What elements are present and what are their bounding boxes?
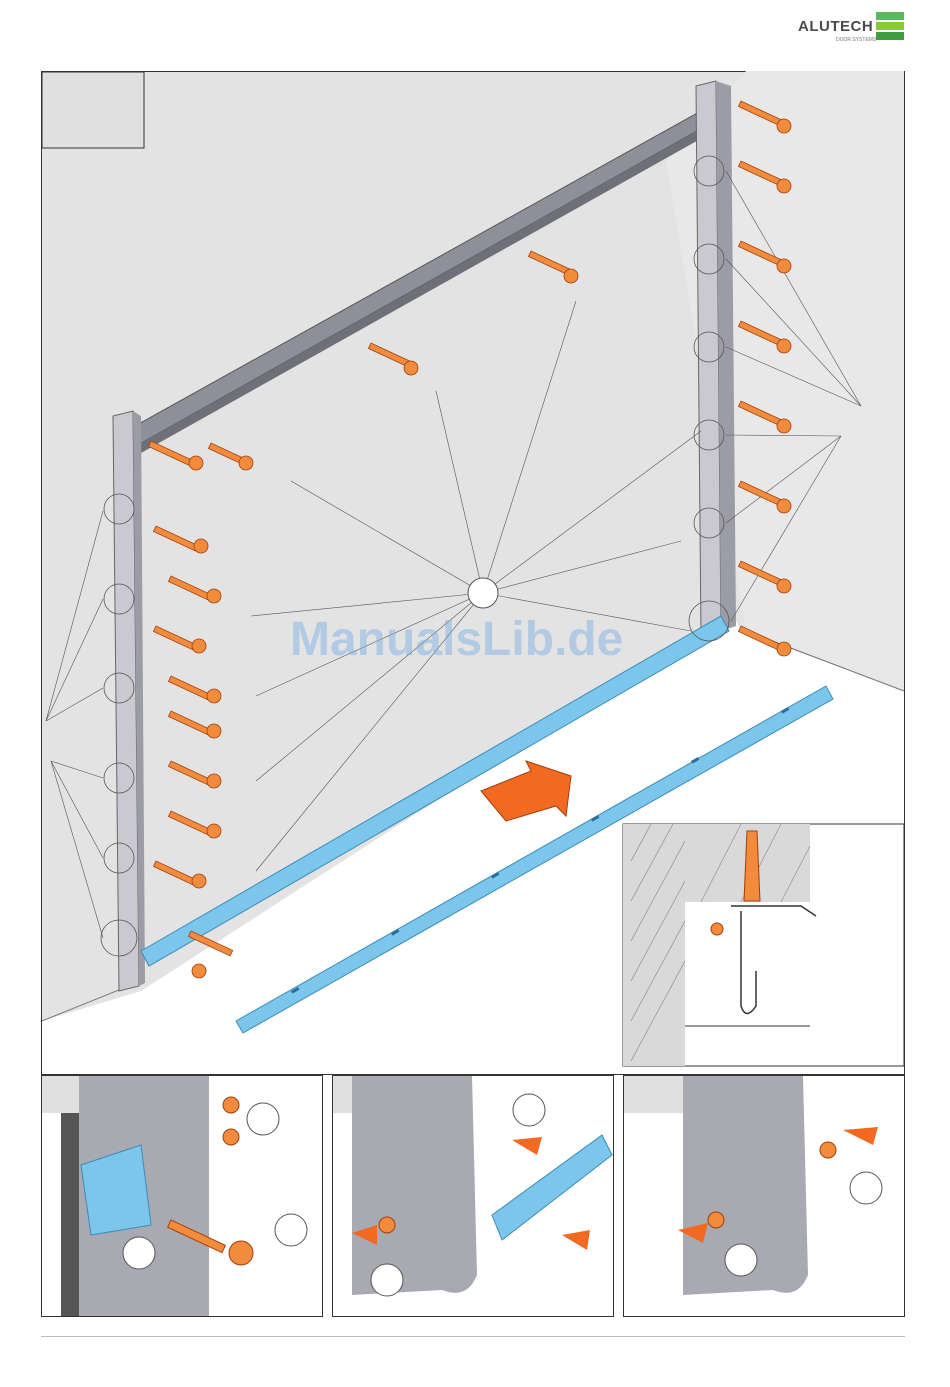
watermark-text: ManualsLib.de [290,612,623,667]
step-number-box [42,72,144,148]
footer-divider [41,1336,905,1337]
detail-panel-fixing [623,1075,905,1317]
brand-logo: ALUTECH DOOR SYSTEMS [790,10,910,44]
main-installation-figure [41,71,905,1075]
brand-tagline: DOOR SYSTEMS [836,37,876,43]
detail-panel-bracket [41,1075,323,1317]
cross-section-inset [623,824,904,1066]
brand-name: ALUTECH [798,18,873,35]
center-callout-circle-icon [468,578,498,608]
detail-panel-profile [332,1075,614,1317]
logo-stripes-icon [876,12,904,42]
